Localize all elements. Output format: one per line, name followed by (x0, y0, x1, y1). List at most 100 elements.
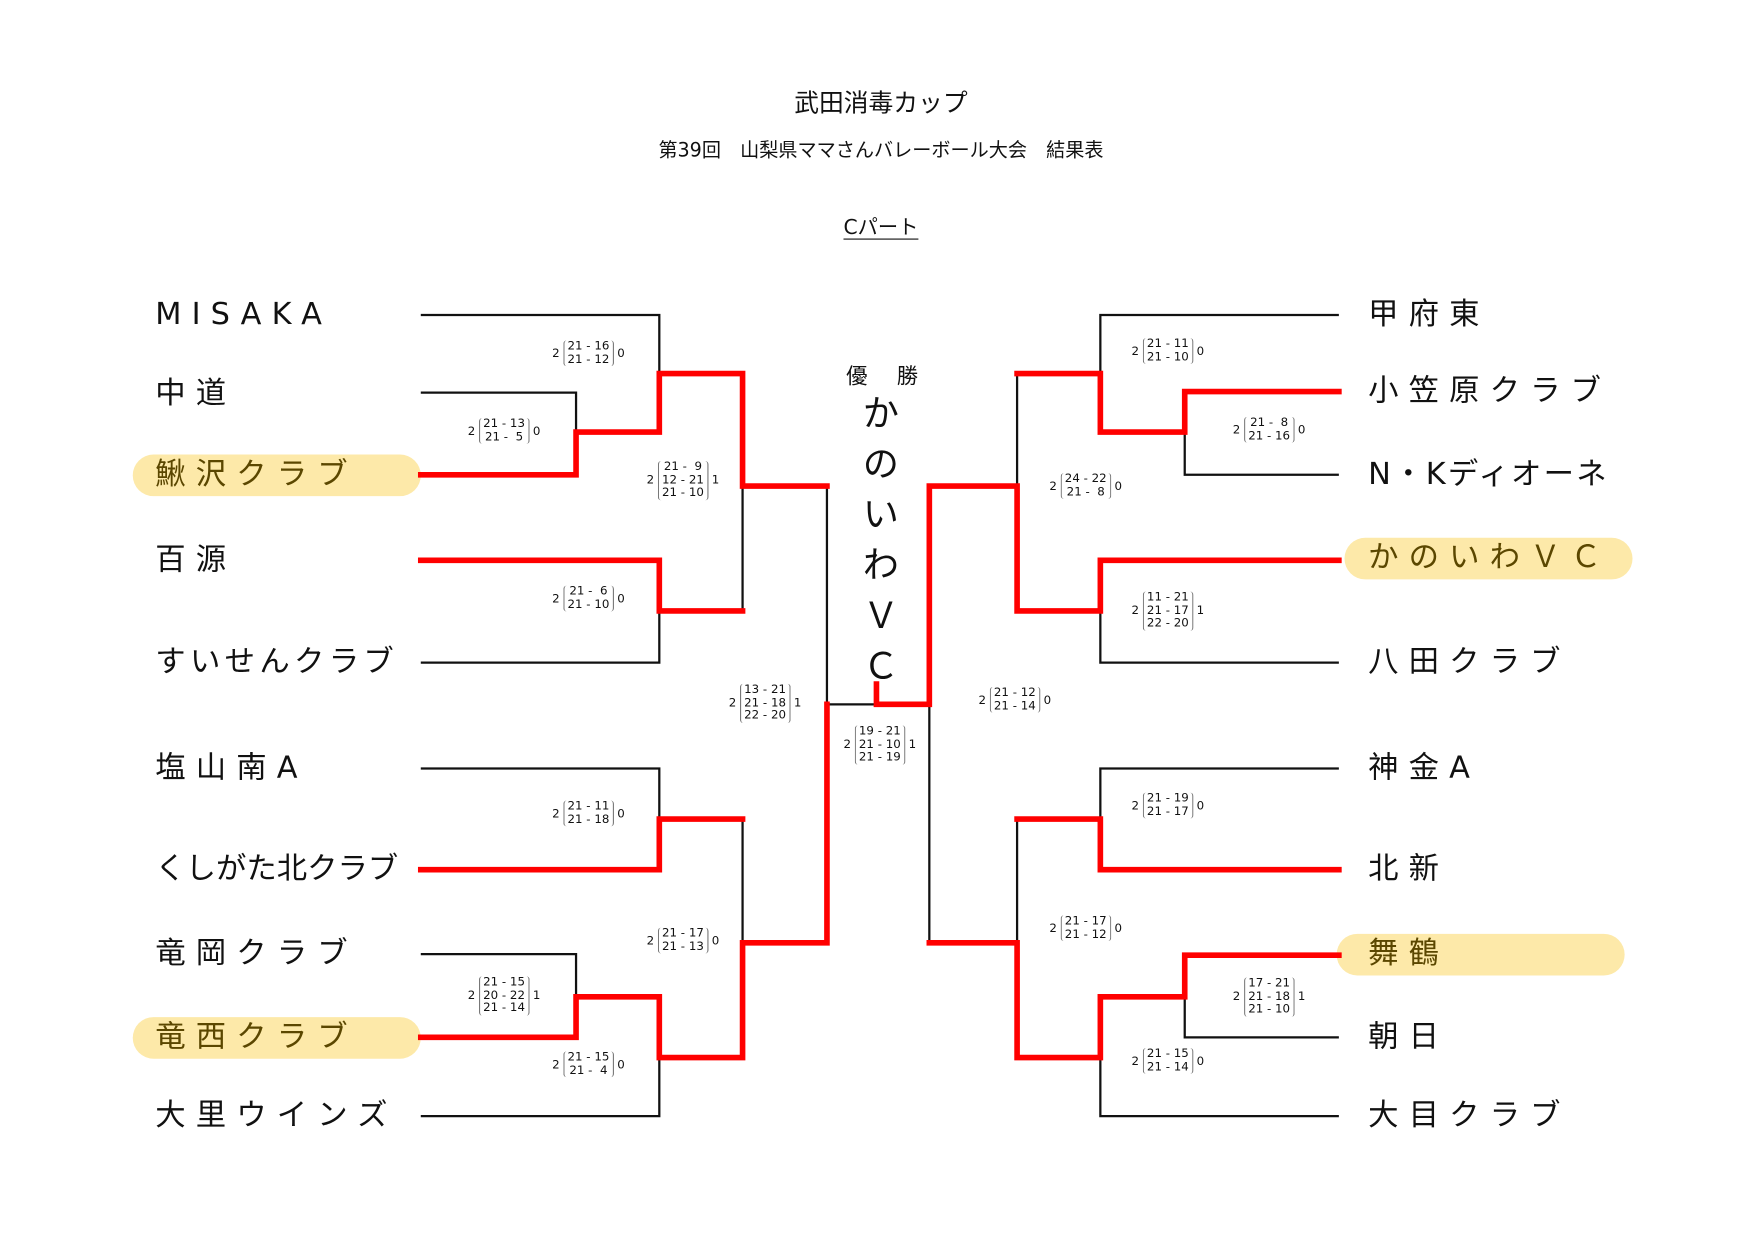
sets-won-right: 1 (908, 738, 917, 752)
set-score: 21 - 11 (567, 799, 610, 813)
winner-line (926, 940, 1342, 1061)
set-score: 21 - 15 (567, 1050, 610, 1064)
set-score: 21 - 17 (1064, 914, 1107, 928)
winner-line (417, 557, 746, 614)
sets-won-right: 0 (1196, 1054, 1205, 1068)
bracket-line (420, 313, 661, 374)
sets-won-right: 0 (1196, 798, 1205, 813)
sets-won-right: 0 (1114, 479, 1123, 493)
team-name: 神金A (1368, 750, 1481, 786)
winner-line (417, 370, 830, 489)
sets-won-right: 0 (617, 806, 625, 821)
team-name: すいせんクラブ (155, 644, 399, 680)
sets-won-right: 1 (711, 473, 720, 488)
set-score: 22 - 20 (1146, 616, 1189, 630)
team-name: 朝日 (1368, 1019, 1450, 1055)
set-score: 21 - 13 (483, 416, 525, 431)
set-score: 19 - 21 (858, 724, 901, 738)
sets-won-left: 2 (978, 693, 987, 707)
set-score: 21 - 18 (744, 695, 786, 710)
set-score: 21 - 14 (483, 1001, 525, 1015)
sets-won-right: 0 (617, 591, 625, 606)
bracket-line (1099, 767, 1339, 820)
sets-won-left: 2 (1232, 423, 1241, 437)
sets-won-right: 1 (1196, 604, 1205, 618)
sets-won-right: 0 (1297, 423, 1306, 437)
bracket-line (1099, 610, 1339, 664)
sets-won-left: 2 (467, 424, 476, 438)
set-score: 21 - 15 (1146, 1046, 1189, 1061)
set-score: 13 - 21 (744, 682, 786, 697)
set-score: 21 - 12 (567, 352, 610, 366)
sets-won-left: 2 (843, 738, 852, 752)
sets-won-left: 2 (552, 346, 560, 361)
team-name: 大里ウインズ (155, 1098, 398, 1133)
team-name: 塩山南A (155, 750, 308, 786)
sets-won-right: 1 (532, 988, 541, 1003)
page-subtitle: 第39回 山梨県ママさんバレーボール大会 結果表 (658, 139, 1104, 163)
winner-highlight (1336, 933, 1625, 976)
sets-won-left: 2 (1131, 344, 1140, 358)
sets-won-right: 0 (711, 933, 720, 948)
sets-won-left: 2 (1232, 990, 1241, 1004)
team-name: 竜西クラブ (155, 1019, 358, 1055)
set-score: 21 - 18 (1248, 989, 1291, 1003)
set-score: 17 - 21 (1248, 976, 1291, 990)
champion-char: わ (862, 543, 899, 587)
set-score: 11 - 21 (1146, 590, 1189, 604)
sets-won-left: 2 (552, 806, 560, 821)
sets-won-right: 0 (532, 424, 541, 438)
team-name: N・Kディオーネ (1368, 456, 1609, 492)
team-name: 鰍沢クラブ (155, 456, 358, 492)
team-name: 甲府東 (1368, 297, 1490, 332)
bracket-line (1183, 996, 1339, 1039)
set-score: 21 - 16 (567, 339, 610, 353)
set-score: 21 - 14 (1146, 1059, 1189, 1074)
set-score: 21 - 14 (993, 698, 1036, 713)
champion-char: Ｖ (862, 594, 899, 637)
set-score: 21 - 10 (662, 485, 704, 500)
set-score: 24 - 22 (1064, 471, 1107, 486)
sets-won-right: 1 (1297, 990, 1306, 1004)
set-score: 21 - 16 (1248, 428, 1291, 443)
sets-won-left: 2 (1131, 1054, 1140, 1068)
set-score: 21 - 8 (1066, 484, 1105, 499)
sets-won-right: 0 (1114, 921, 1123, 935)
set-score: 21 - 12 (993, 685, 1036, 700)
set-score: 20 - 22 (483, 988, 525, 1002)
set-score: 21 - 10 (858, 737, 901, 751)
set-score: 21 - 13 (662, 939, 704, 953)
set-score: 21 - 17 (1146, 603, 1189, 617)
team-name: 八田クラブ (1368, 644, 1571, 680)
bracket-line (420, 952, 578, 997)
bracket-line (420, 610, 661, 664)
winner-highlight (132, 454, 421, 497)
set-score: 21 - 4 (569, 1063, 608, 1077)
set-score: 21 - 19 (1146, 791, 1189, 806)
team-name: くしがた北クラブ (155, 851, 399, 887)
champion-char: Ｃ (862, 644, 899, 688)
sets-won-left: 2 (728, 696, 737, 710)
